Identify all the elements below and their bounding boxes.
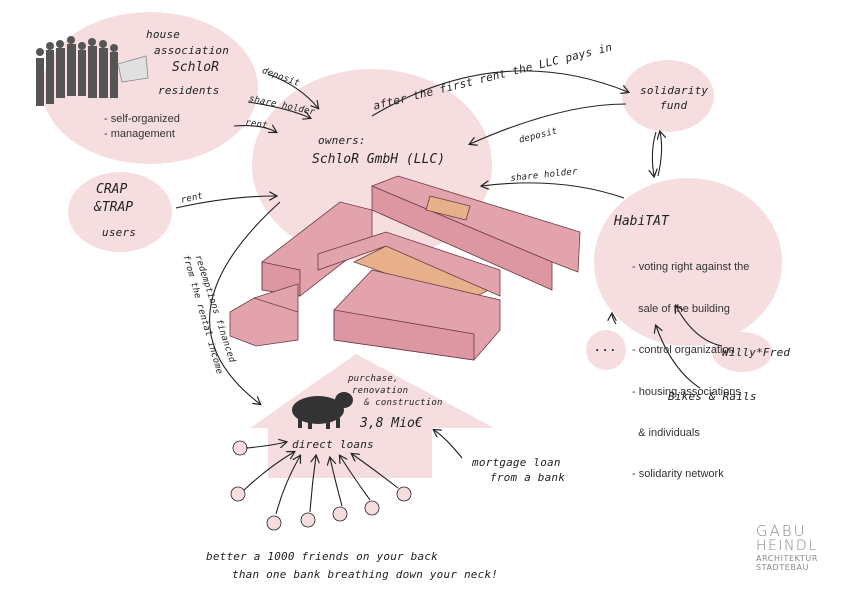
- smiley-faces: [230, 440, 412, 531]
- investment-amount: 3,8 Mio€: [360, 416, 423, 431]
- willy-fred-blob: [712, 332, 772, 372]
- house-association-bullet: - self-organized: [104, 113, 180, 125]
- bikes-rails-label: Bikes & Rails: [668, 390, 757, 403]
- house-association-subtitle: residents: [158, 84, 220, 97]
- mortgage-line-1: mortgage loan: [472, 456, 561, 469]
- schlor-buildings-illustration: [229, 175, 581, 361]
- dots-member-blob: [586, 330, 626, 370]
- direct-loans-label: direct loans: [292, 438, 374, 451]
- crap-trap-line-2: &TRAP: [94, 200, 134, 215]
- mortgage-line-2: from a bank: [490, 471, 566, 484]
- pig-illustration: [292, 392, 353, 429]
- habitat-blob: [594, 178, 782, 346]
- house-association-name: SchloR: [172, 60, 219, 75]
- habitat-name: HabiTAT: [614, 214, 669, 229]
- logo-line-4: STADTEBAU: [755, 563, 810, 572]
- solidarity-fund-blob: [622, 60, 714, 132]
- logo-line-3: ARCHITEKTUR: [755, 554, 818, 563]
- house-association-bullet: - management: [104, 128, 175, 140]
- more-members-dots: ...: [594, 340, 618, 355]
- habitat-bullet: - solidarity network: [632, 468, 724, 481]
- habitat-bullet: - housing associations: [632, 385, 741, 398]
- motto-line-1: better a 1000 friends on your back: [206, 550, 438, 563]
- habitat-bullet: sale of the building: [632, 302, 730, 315]
- solidarity-fund-line-2: fund: [660, 99, 688, 112]
- house-association-title-1: house: [146, 28, 181, 41]
- purchase-line-2: renovation: [352, 386, 409, 396]
- logo-line-1: GABU: [755, 522, 807, 540]
- purchase-line-3: & construction: [364, 398, 443, 408]
- habitat-bullet: & individuals: [632, 426, 700, 439]
- gabu-heindl-logo: GABU HEINDL ARCHITEKTUR STADTEBAU: [756, 522, 818, 572]
- house-association-bullets: - self-organized - management: [104, 112, 180, 142]
- financing-house-shape: [250, 354, 494, 478]
- purchase-line-1: purchase,: [348, 374, 399, 384]
- crap-trap-line-1: CRAP: [96, 182, 128, 197]
- habitat-bullets: - voting right against the sale of the b…: [632, 234, 749, 509]
- logo-line-2: HEINDL: [755, 538, 818, 554]
- owners-name: SchloR GmbH (LLC): [312, 152, 446, 167]
- crap-trap-blob: [68, 172, 172, 252]
- motto-line-2: than one bank breathing down your neck!: [232, 568, 499, 581]
- residents-group-illustration: [36, 36, 149, 106]
- crap-trap-line-3: users: [102, 226, 137, 239]
- solidarity-fund-line-1: solidarity: [640, 84, 709, 97]
- house-association-title-2: association: [154, 44, 230, 57]
- willy-fred-label: Willy*Fred: [722, 346, 791, 359]
- habitat-bullet: - control organization: [632, 344, 735, 357]
- relationship-arrows: [175, 70, 723, 515]
- owners-label: owners:: [318, 134, 366, 147]
- habitat-bullet: - voting right against the: [632, 261, 750, 274]
